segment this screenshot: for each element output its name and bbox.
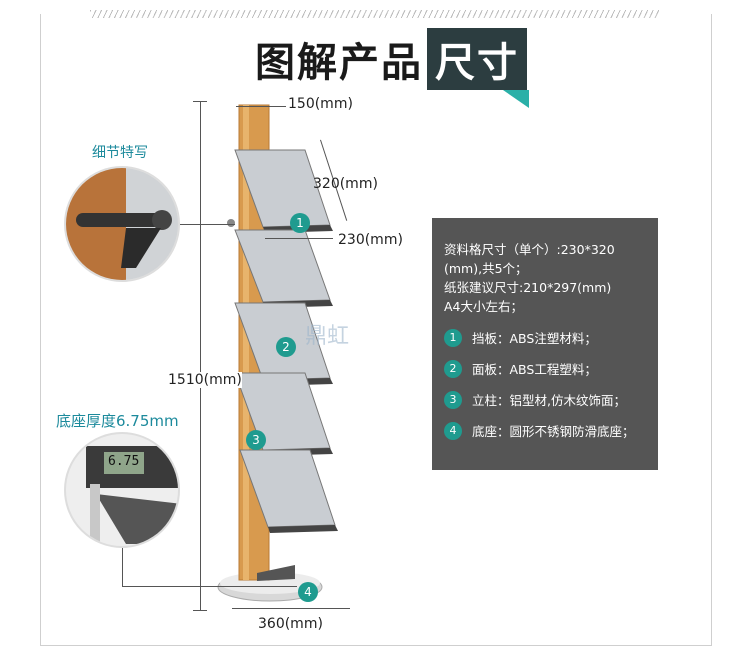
spec-item-badge: 3	[444, 390, 462, 409]
detail-label: 细节特写	[92, 145, 148, 161]
spec-panel: 资料格尺寸（单个）:230*320 (mm),共5个； 纸张建议尺寸:210*2…	[432, 218, 658, 470]
product-illustration	[217, 104, 338, 602]
spec-item-text: 立柱：铝型材,仿木纹饰面；	[472, 393, 626, 408]
spec-item-1: 1 挡板：ABS注塑材料；	[444, 328, 648, 347]
spec-item-badge: 4	[444, 421, 462, 440]
dim-tray-height: 320(mm)	[313, 176, 378, 192]
spec-item-text: 面板：ABS工程塑料；	[472, 362, 597, 377]
bracket-photo	[66, 168, 178, 280]
title-part1: 图解产品	[255, 40, 423, 86]
header-hatch-decoration	[90, 10, 660, 18]
badge-1: 1	[290, 213, 310, 233]
base-bracket	[257, 565, 295, 581]
spec-line-4: A4大小左右；	[444, 299, 524, 314]
caliper-connector-horizontal	[122, 586, 297, 587]
dim-total-height-cap-bottom	[193, 610, 207, 611]
pin-dot	[227, 219, 235, 227]
dim-base-width: 360(mm)	[258, 616, 323, 632]
dim-base-width-line	[232, 608, 350, 609]
base-thickness-label: 底座厚度6.75mm	[56, 412, 179, 430]
detail-closeup-caliper: 6.75	[64, 432, 180, 548]
dim-tray-width: 230(mm)	[338, 232, 403, 248]
badge-2: 2	[276, 337, 296, 357]
spec-item-3: 3 立柱：铝型材,仿木纹饰面；	[444, 390, 648, 409]
spec-item-badge: 2	[444, 359, 462, 378]
caliper-photo	[86, 446, 178, 544]
dim-top-width: 150(mm)	[288, 96, 353, 112]
spec-item-4: 4 底座：圆形不锈钢防滑底座；	[444, 421, 648, 440]
dim-total-height-line	[200, 101, 201, 611]
badge-4: 4	[298, 582, 318, 602]
detail-closeup-bracket	[64, 166, 180, 282]
spec-item-text: 底座：圆形不锈钢防滑底座；	[472, 424, 635, 439]
page-title: 图解产品 尺寸	[255, 28, 529, 108]
caliper-connector-vertical	[122, 548, 123, 586]
spec-item-badge: 1	[444, 328, 462, 347]
caliper-reading: 6.75	[108, 454, 140, 469]
title-part2: 尺寸	[427, 28, 529, 108]
dim-total-height-cap-top	[193, 101, 207, 102]
spec-line-3: 纸张建议尺寸:210*297(mm)	[444, 280, 612, 295]
watermark: 鼎虹	[305, 324, 350, 349]
detail-connector-line	[180, 224, 235, 225]
badge-3: 3	[246, 430, 266, 450]
spec-line-1: 资料格尺寸（单个）:230*320	[444, 242, 615, 257]
spec-line-2: (mm),共5个；	[444, 261, 528, 276]
tray-5	[239, 449, 338, 533]
spec-item-2: 2 面板：ABS工程塑料；	[444, 359, 648, 378]
spec-item-text: 挡板：ABS注塑材料；	[472, 331, 597, 346]
dim-total-height: 1510(mm)	[168, 372, 242, 388]
pole-highlight	[243, 105, 249, 580]
dim-tray-width-line	[265, 238, 333, 239]
dim-top-width-line	[236, 106, 286, 107]
